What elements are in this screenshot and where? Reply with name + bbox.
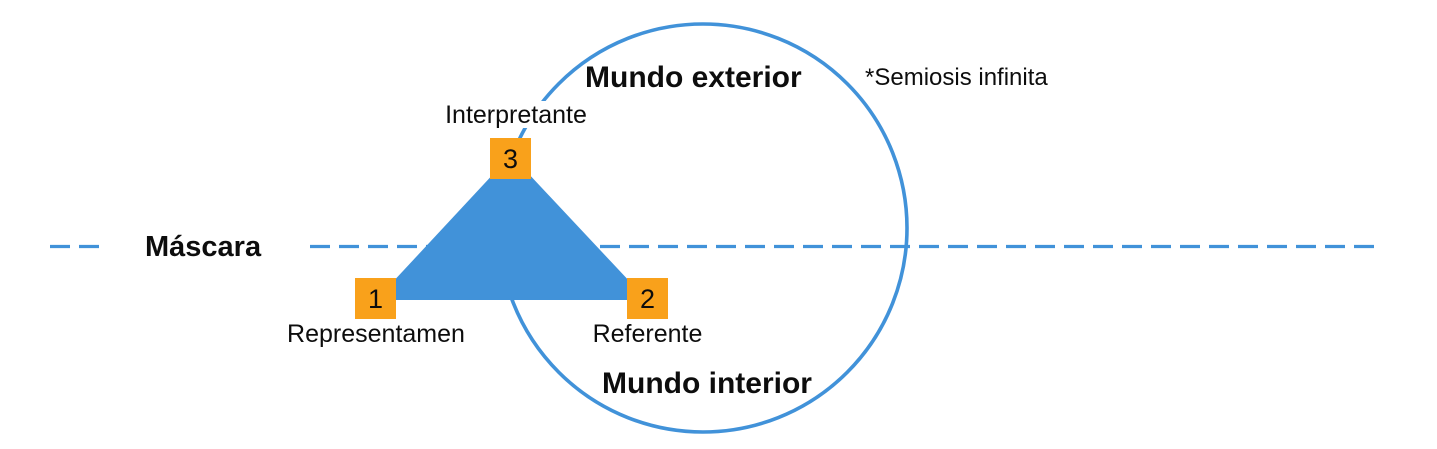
node-square-referente: [627, 278, 668, 319]
referente-label: Referente: [593, 320, 703, 348]
interpretante-label: Interpretante: [445, 101, 587, 129]
mundo-exterior-label: Mundo exterior: [585, 61, 802, 94]
node-number-representamen: 1: [368, 284, 383, 314]
semiosis-infinita-note: *Semiosis infinita: [865, 64, 1048, 91]
representamen-label: Representamen: [287, 320, 465, 348]
interpretante-label-bg: [441, 101, 591, 128]
node-square-representamen: [355, 278, 396, 319]
node-number-referente: 2: [640, 284, 655, 314]
mundo-interior-label: Mundo interior: [602, 367, 812, 400]
node-square-interpretante: [490, 138, 531, 179]
semiotic-triangle: [376, 155, 647, 300]
node-number-interpretante: 3: [503, 144, 518, 174]
mascara-label: Máscara: [145, 231, 262, 263]
